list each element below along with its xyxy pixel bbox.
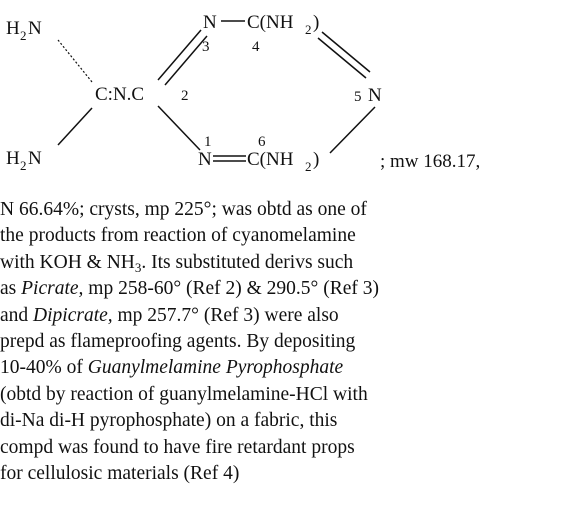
text-line-3: with KOH & NH3. Its substituted derivs s… — [0, 250, 563, 276]
text-line-3-pre: with KOH & NH — [0, 251, 135, 273]
amine-bottom-n: N — [28, 148, 42, 169]
ring-number-2: 2 — [181, 88, 189, 104]
bond-c4-n5-b — [317, 37, 367, 79]
ring-number-1: 1 — [204, 134, 212, 150]
text-line-9-content: di-Na di-H pyrophosphate) on a fabric, t… — [0, 410, 338, 432]
group-c4-pre: C(NH — [247, 12, 294, 33]
bond-amine-top — [57, 39, 93, 83]
text-line-2-content: the products from reaction of cyanomelam… — [0, 225, 356, 247]
text-line-6: prepd as flameproofing agents. By deposi… — [0, 329, 563, 355]
ring-number-3: 3 — [202, 39, 210, 55]
text-line-3-post: . Its substituted derivs such — [141, 251, 354, 273]
text-line-11-content: for cellulosic materials (Ref 4) — [0, 462, 240, 484]
text-line-4-post: mp 258-60° (Ref 2) & 290.5° (Ref 3) — [83, 278, 379, 300]
text-line-1-content: N 66.64%; crysts, mp 225°; was obtd as o… — [0, 199, 367, 220]
amine-top-n: N — [28, 18, 42, 39]
text-line-10-content: compd was found to have fire retardant p… — [0, 436, 355, 458]
text-line-5-pre: and — [0, 304, 34, 326]
text-line-11: for cellulosic materials (Ref 4) — [0, 461, 563, 487]
text-line-3-sub: 3 — [134, 259, 142, 275]
group-c6-sub: 2 — [305, 159, 312, 174]
group-c6-pre: C(NH — [247, 149, 294, 170]
text-line-2: the products from reaction of cyanomelam… — [0, 223, 563, 249]
group-c4-post: ) — [313, 12, 319, 33]
text-line-1: N 66.64%; crysts, mp 225°; was obtd as o… — [0, 197, 563, 223]
atom-n1: N — [198, 149, 212, 170]
text-line-4-italic: Picrate, — [21, 278, 84, 300]
text-line-7-pre: 10-40% of — [0, 357, 88, 379]
bond-c2-n3-b — [164, 35, 208, 86]
amine-top-sub: 2 — [20, 28, 27, 43]
text-line-4: as Picrate, mp 258-60° (Ref 2) & 290.5° … — [0, 276, 563, 302]
atom-n5: N — [368, 85, 382, 106]
text-line-8: (obtd by reaction of guanylmelamine-HCl … — [0, 382, 563, 408]
ring-number-5: 5 — [354, 89, 362, 105]
bond-c2-n3-a — [157, 29, 202, 81]
molecular-weight: ; mw 168.17, — [380, 151, 480, 172]
group-c6-post: ) — [313, 149, 319, 170]
ring-number-4: 4 — [252, 39, 260, 55]
text-line-7: 10-40% of Guanylmelamine Pyrophosphate — [0, 355, 563, 381]
bond-n5-c6 — [329, 106, 376, 154]
text-line-9: di-Na di-H pyrophosphate) on a fabric, t… — [0, 408, 563, 434]
group-c4-sub: 2 — [305, 22, 312, 37]
center-group: C:N.C — [95, 84, 144, 105]
bond-amine-bottom — [57, 107, 93, 146]
text-line-4-pre: as — [0, 278, 22, 300]
bond-c4-n5-a — [321, 31, 371, 73]
atom-n3: N — [203, 12, 217, 33]
ring-number-6: 6 — [258, 134, 266, 150]
text-line-10: compd was found to have fire retardant p… — [0, 435, 563, 461]
bond-c2-n1 — [157, 105, 201, 151]
text-line-5: and Dipicrate, mp 257.7° (Ref 3) were al… — [0, 303, 563, 329]
text-line-7-italic: Guanylmelamine Pyrophosphate — [87, 357, 344, 379]
structural-formula: H 2 N C:N.C 2 H 2 N N 3 C(NH 2 ) 4 5 N 1… — [6, 12, 480, 174]
text-line-6-content: prepd as flameproofing agents. By deposi… — [0, 330, 356, 352]
amine-bottom-sub: 2 — [20, 158, 27, 173]
amine-top-h: H — [6, 18, 20, 39]
text-line-5-italic: Dipicrate, — [33, 304, 113, 326]
body-text: N 66.64%; crysts, mp 225°; was obtd as o… — [0, 197, 563, 487]
text-line-8-content: (obtd by reaction of guanylmelamine-HCl … — [0, 383, 368, 405]
text-line-5-post: mp 257.7° (Ref 3) were also — [112, 304, 339, 326]
amine-bottom-h: H — [6, 148, 20, 169]
